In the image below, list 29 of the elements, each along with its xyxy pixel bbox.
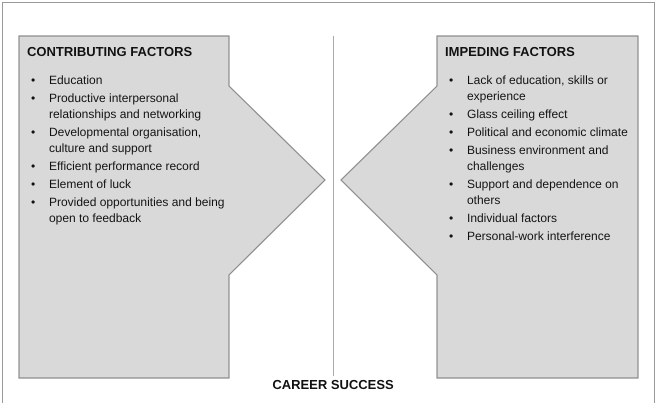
bullet-item: Individual factors xyxy=(467,210,558,226)
bullet-item: Element of luck xyxy=(49,176,132,192)
bullet-item: Lack of education, skills or experience xyxy=(467,72,609,104)
bullet-marker: • xyxy=(31,72,36,88)
bullet-item: Provided opportunities and being open to feedback xyxy=(49,194,226,226)
bullet-item: Productive interpersonal relationships and networking xyxy=(49,90,202,122)
bullet-item: Political and economic climate xyxy=(467,124,628,140)
bullet-marker: • xyxy=(31,194,36,211)
bullet-marker: • xyxy=(449,124,454,140)
section-heading: CONTRIBUTING FACTORS xyxy=(27,44,194,60)
bullet-item: Glass ceiling effect xyxy=(467,106,568,122)
bullet-marker: • xyxy=(449,106,454,122)
bullet-marker: • xyxy=(31,124,36,141)
bullet-marker: • xyxy=(31,176,36,192)
bullet-marker: • xyxy=(449,210,454,226)
bullet-item: Business environment and challenges xyxy=(467,142,610,174)
bullet-item: Personal-work interference xyxy=(467,228,610,244)
bullet-marker: • xyxy=(31,90,36,107)
bullet-item: Education xyxy=(49,72,102,88)
bullet-marker: • xyxy=(31,158,36,174)
bullet-marker: • xyxy=(449,142,454,159)
bullet-marker: • xyxy=(449,176,454,193)
bullet-item: Developmental organisation, culture and support xyxy=(49,124,202,156)
bullet-marker: • xyxy=(449,72,454,89)
section-heading: IMPEDING FACTORS xyxy=(445,44,576,60)
bullet-marker: • xyxy=(449,228,454,244)
center-caption: CAREER SUCCESS xyxy=(271,377,395,392)
bullet-item: Efficient performance record xyxy=(49,158,200,174)
bullet-item: Support and dependence on others xyxy=(467,176,620,208)
